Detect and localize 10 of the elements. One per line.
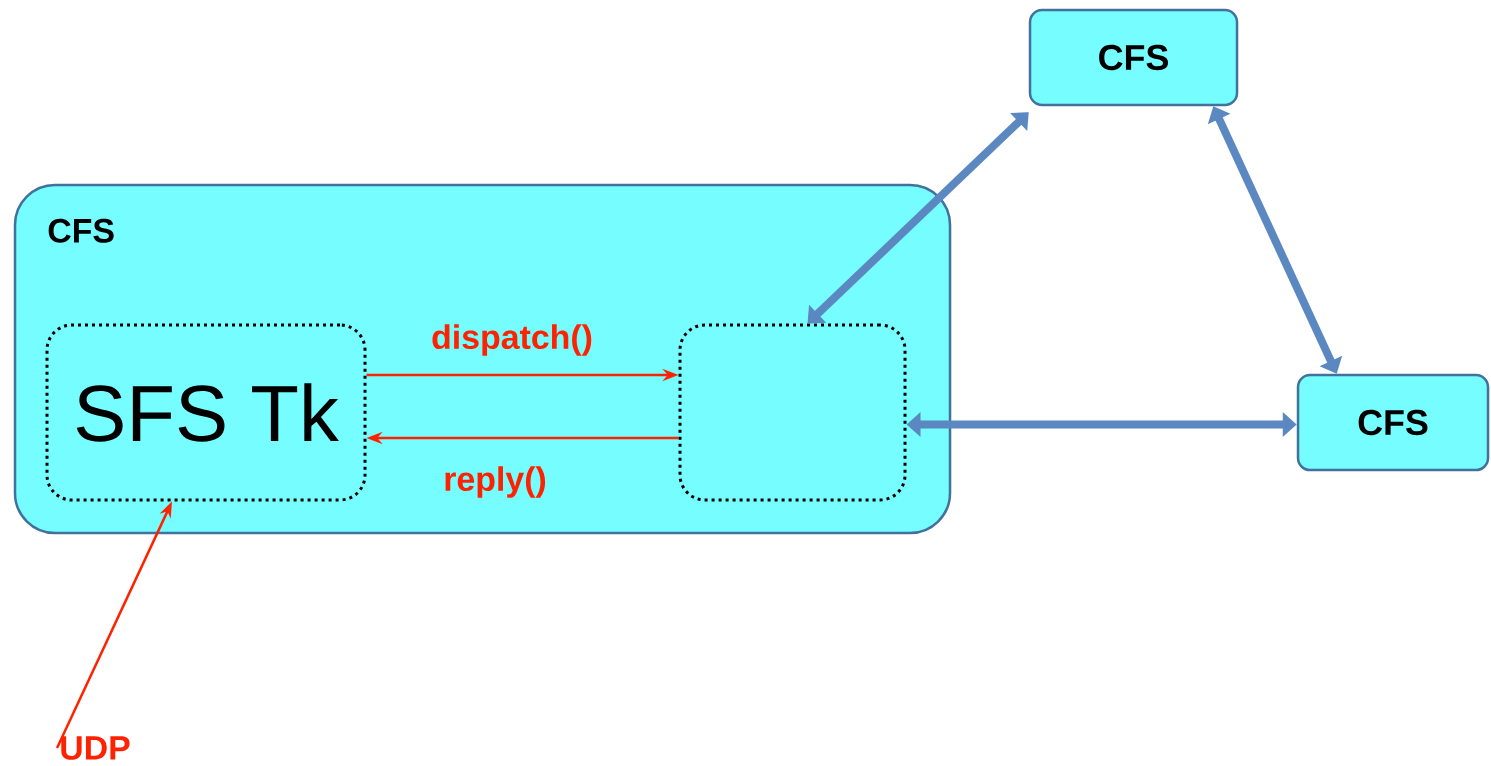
edge-label: dispatch() [432, 324, 592, 356]
input-label: UDP [61, 736, 130, 760]
process-box: CFS [1296, 373, 1490, 472]
component-box [678, 323, 907, 502]
arrow [1207, 106, 1343, 374]
process-box: CFS [1028, 8, 1239, 107]
arrow [807, 112, 1029, 324]
component-box: SFS Tk [45, 323, 367, 502]
edge-label: reply() [445, 466, 546, 498]
group-heading: CFS [48, 218, 114, 243]
